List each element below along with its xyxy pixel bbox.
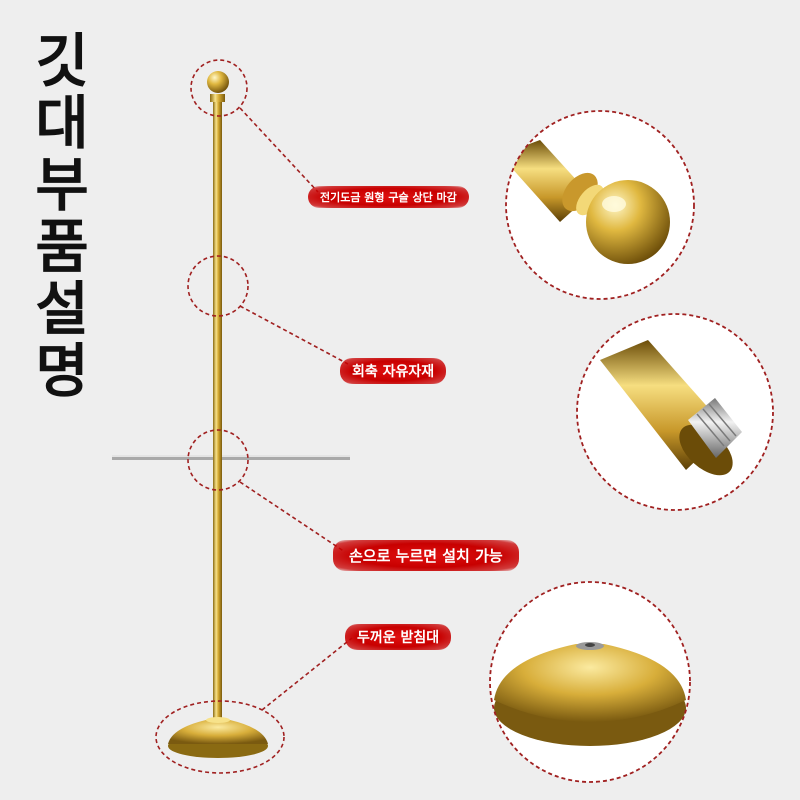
callout-circle-crossbar [187,429,249,491]
leader-line-2 [239,305,349,365]
page-title: 깃 대 부 품 설 명 [30,30,94,402]
label-thick-base: 두꺼운 받침대 [345,624,452,650]
leader-line-1 [239,107,319,193]
title-char: 품 [35,213,89,281]
title-char: 깃 [35,27,89,95]
pole-base [168,717,268,758]
callout-circle-top [190,59,248,117]
callout-circle-base [155,700,285,774]
zoom-top-ball [505,110,695,300]
zoom-base [489,581,691,783]
label-push-install: 손으로 누르면 설치 가능 [333,540,519,571]
title-char: 설 [35,275,89,343]
title-char: 대 [35,89,89,157]
zoom-threaded-joint [576,313,774,511]
title-char: 부 [35,151,89,219]
pole-collar [210,94,225,102]
label-rotation-axis: 회축 자유자재 [340,358,447,384]
leader-line-4 [261,637,353,711]
title-char: 명 [35,337,89,405]
top-ball [207,71,229,93]
pole [213,98,222,718]
callout-circle-joint [187,255,249,317]
crossbar [112,455,350,460]
leader-line-3 [239,481,346,553]
label-top-ball: 전기도금 원형 구슬 상단 마감 [308,186,469,208]
